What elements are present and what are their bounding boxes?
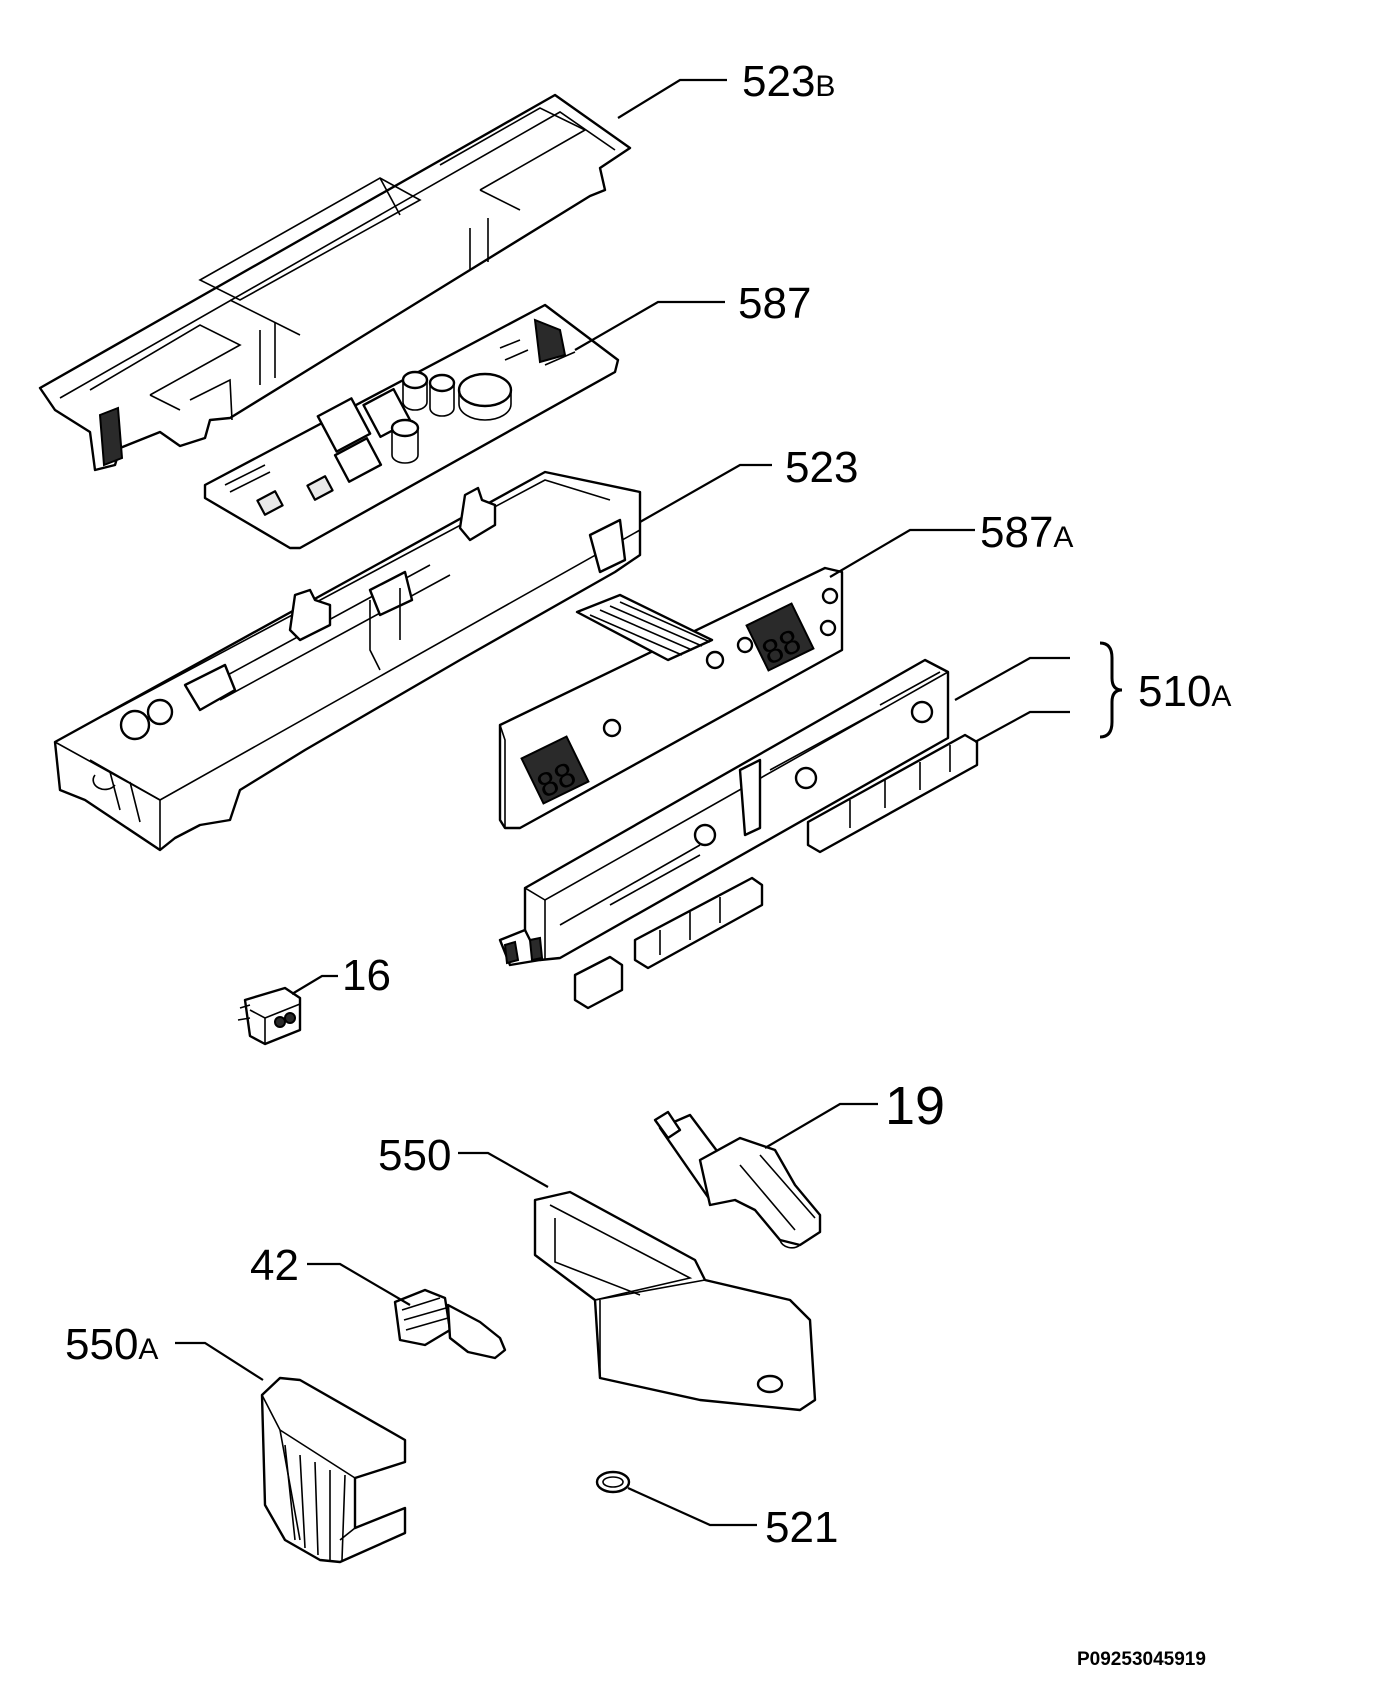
- part-510a-button-panel: [498, 658, 979, 1010]
- label-587a: 587A: [980, 508, 1073, 557]
- label-523: 523: [785, 443, 858, 492]
- brace-510a: [1099, 641, 1123, 739]
- leader-510a-top: [954, 656, 1070, 701]
- part-550a-side-cover: [260, 1376, 407, 1564]
- part-523-housing: [53, 470, 642, 852]
- part-550-lamp-cover: [533, 1190, 817, 1412]
- leader-lines: [175, 78, 1070, 1527]
- label-19: 19: [885, 1076, 945, 1136]
- leader-523b: [617, 78, 727, 119]
- part-587a-display-pcb: 88 88: [498, 566, 844, 830]
- part-523b-cover: [38, 93, 632, 472]
- label-550a: 550A: [65, 1320, 158, 1369]
- part-587-pcb: [203, 303, 620, 550]
- part-521-o-ring: [595, 1470, 631, 1494]
- callout-labels: 523B 587 523 587A 510A 16 19 550 42 550A…: [65, 57, 1231, 1552]
- leader-42: [307, 1262, 411, 1306]
- leader-521: [627, 1486, 757, 1527]
- leader-523: [639, 463, 772, 523]
- label-523b: 523B: [742, 57, 835, 106]
- label-510a: 510A: [1138, 667, 1231, 716]
- leader-550a: [175, 1341, 264, 1381]
- leader-16: [291, 974, 338, 995]
- leader-19: [764, 1102, 878, 1149]
- drawing-code: P09253045919: [1077, 1649, 1206, 1670]
- leader-587a: [829, 528, 975, 578]
- leader-550: [458, 1151, 549, 1188]
- label-550: 550: [378, 1131, 451, 1180]
- part-42-lamp-holder: [393, 1288, 507, 1360]
- label-521: 521: [765, 1503, 838, 1552]
- part-19-lamp: [653, 1110, 822, 1249]
- label-587: 587: [738, 279, 811, 328]
- label-16: 16: [342, 951, 391, 1000]
- leader-587: [574, 300, 725, 351]
- leader-510a-bottom: [974, 710, 1070, 743]
- label-42: 42: [250, 1241, 299, 1290]
- part-16-switch: [237, 986, 302, 1046]
